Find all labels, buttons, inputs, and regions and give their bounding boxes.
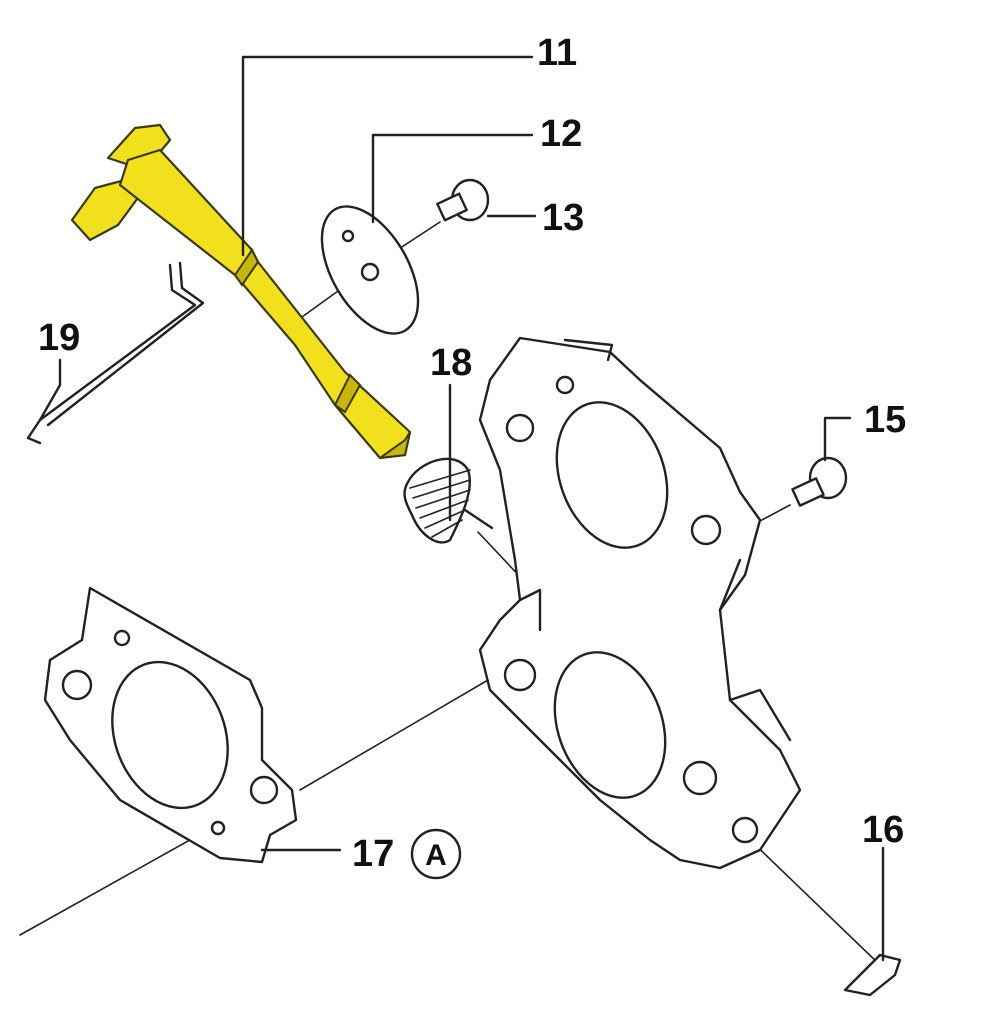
callout-17: 17	[352, 833, 394, 875]
e-clip	[843, 953, 902, 997]
leader-lines	[38, 55, 885, 962]
reference-mark: A	[410, 828, 462, 880]
throttle-body-housing	[478, 336, 802, 870]
callout-labels: 11 12 13 19 18 15 16 17	[38, 32, 906, 875]
callout-11: 11	[537, 32, 577, 74]
screw-13	[436, 178, 490, 222]
callout-16: 16	[862, 809, 904, 851]
reference-letter: A	[425, 839, 447, 872]
callout-13: 13	[542, 197, 584, 239]
screw-15	[791, 456, 848, 507]
callout-15: 15	[864, 399, 906, 441]
reference-circle	[410, 828, 462, 880]
throttle-shaft-highlighted	[70, 123, 412, 460]
gasket	[43, 586, 298, 864]
callout-18: 18	[430, 342, 472, 384]
callout-12: 12	[540, 113, 582, 155]
linkage-rod	[26, 261, 205, 445]
spring	[403, 457, 494, 544]
callout-19: 19	[38, 317, 80, 359]
throttle-plate	[320, 205, 420, 335]
